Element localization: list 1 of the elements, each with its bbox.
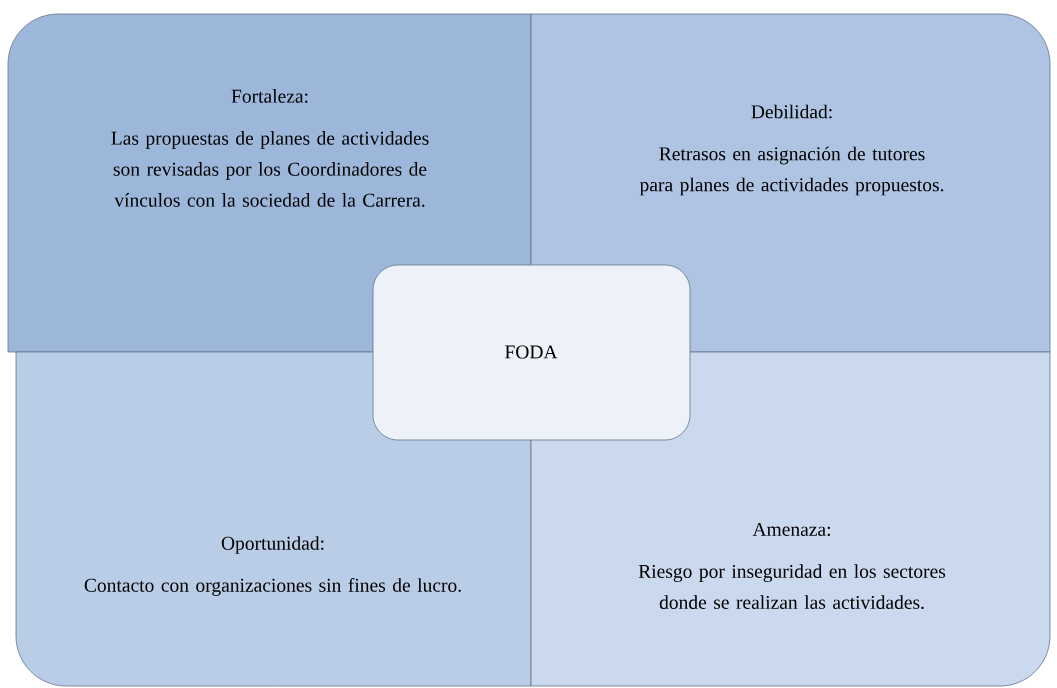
center-box: FODA xyxy=(372,264,691,441)
